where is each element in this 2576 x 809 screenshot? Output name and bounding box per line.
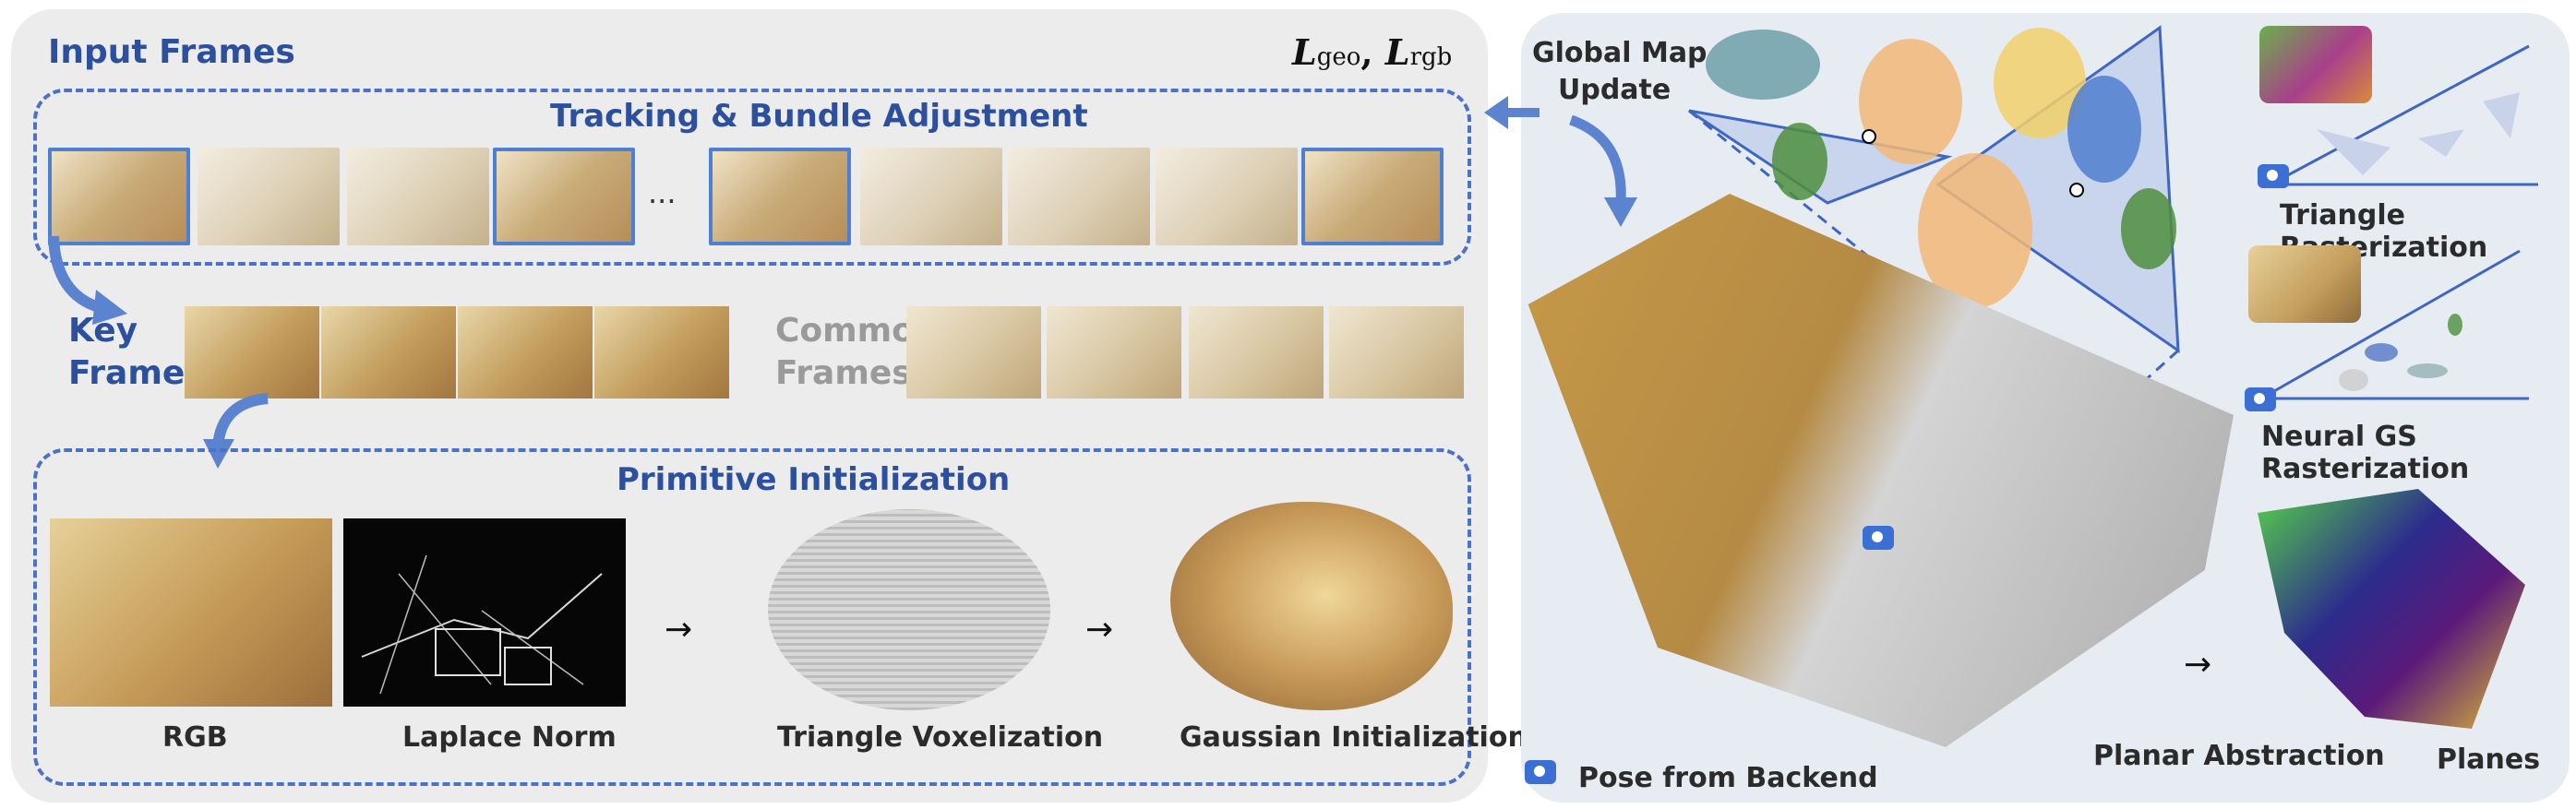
- common-frames-label-line2: Frames: [775, 354, 912, 392]
- tracking-box: [33, 89, 1471, 266]
- triangle-rasterization-label: Triangle Rasterization: [2280, 199, 2488, 264]
- common-frame: [1047, 306, 1181, 399]
- frames-ellipsis: ...: [648, 175, 677, 210]
- pose-from-backend-label: Pose from Backend: [1578, 762, 1878, 794]
- gaussian-ellipse: [1706, 30, 1820, 100]
- neural-gs-rasterization-diagram: [2260, 249, 2529, 400]
- curved-arrow-icon: [203, 393, 269, 469]
- input-frame: [709, 148, 851, 245]
- right-arrow-icon: →: [665, 611, 693, 648]
- common-frame: [1189, 306, 1324, 399]
- gaussian-ellipse: [1918, 153, 2032, 308]
- right-arrow-icon: →: [2184, 646, 2212, 684]
- stage-label-laplace: Laplace Norm: [402, 721, 617, 754]
- input-frame: [198, 148, 340, 245]
- input-frame: [493, 148, 635, 245]
- key-frames-label-line1: Key: [68, 312, 138, 350]
- input-frame: [860, 148, 1002, 245]
- triangle-rasterization-diagram: [2270, 44, 2538, 186]
- stage-label-gaussian-init: Gaussian Initialization: [1180, 721, 1528, 754]
- stage-label-rgb: RGB: [162, 721, 228, 754]
- input-frame: [48, 148, 190, 245]
- key-frame: [185, 306, 319, 399]
- loss-rgb-subscript: rgb: [1409, 43, 1453, 71]
- curved-arrow-icon: [1484, 96, 1540, 129]
- gaussian-ellipse: [2121, 188, 2176, 269]
- rgb-image: [50, 518, 332, 707]
- curved-arrow-icon: [48, 235, 127, 325]
- key-frame: [458, 306, 593, 399]
- laplace-norm-image: [343, 518, 626, 707]
- gaussian-initialization-image: [1170, 502, 1453, 710]
- render-thumbnail: [2248, 245, 2361, 323]
- camera-icon: [1863, 526, 1894, 550]
- global-map-update-line1: Global Map: [1532, 37, 1707, 69]
- input-frame: [1301, 148, 1444, 245]
- planes-label: Planes: [2437, 744, 2541, 776]
- camera-icon: [1525, 760, 1556, 784]
- gaussian-ellipse: [2067, 76, 2141, 183]
- laplace-edges: [361, 554, 603, 695]
- gaussian-ellipse: [1772, 123, 1827, 200]
- loss-symbol-rgb: L: [1384, 31, 1410, 73]
- camera-icon: [2245, 387, 2276, 411]
- key-frames-label-line2: Frames: [68, 354, 205, 392]
- loss-symbol-geo: L: [1292, 31, 1317, 73]
- gaussian-ellipse: [1994, 28, 2086, 138]
- primitive-init-box: [33, 448, 1471, 786]
- segmentation-thumbnail: [2259, 26, 2372, 103]
- global-map-update-label: Global Map Update: [1532, 35, 1707, 109]
- triangle-voxelization-image: [768, 509, 1050, 710]
- input-frame: [347, 148, 489, 245]
- common-frame: [1329, 306, 1464, 399]
- key-frame: [321, 306, 456, 399]
- stage-label-voxelization: Triangle Voxelization: [777, 721, 1104, 754]
- common-frame: [906, 306, 1041, 399]
- input-frames-title: Input Frames: [48, 33, 295, 71]
- loss-geo-subscript: geo: [1316, 43, 1361, 71]
- right-arrow-icon: →: [1085, 611, 1114, 648]
- loss-formula: Lgeo, Lrgb: [1292, 31, 1452, 73]
- curved-arrow-icon: [1569, 114, 1637, 227]
- input-frame: [1008, 148, 1150, 245]
- key-frame: [594, 306, 729, 399]
- planar-abstraction-label: Planar Abstraction: [2093, 740, 2385, 772]
- input-frame: [1156, 148, 1298, 245]
- camera-icon: [2258, 164, 2289, 188]
- key-frames-label: Key Frames: [68, 310, 205, 395]
- primitive-diagram: [1688, 25, 2180, 435]
- neural-gs-rasterization-label: Neural GS Rasterization: [2261, 421, 2470, 485]
- primitive-init-title: Primitive Initialization: [617, 461, 1011, 498]
- gaussian-ellipse: [1859, 39, 1962, 164]
- tracking-title: Tracking & Bundle Adjustment: [550, 98, 1088, 135]
- global-map-update-line2: Update: [1558, 74, 1671, 106]
- loss-separator: ,: [1360, 31, 1385, 73]
